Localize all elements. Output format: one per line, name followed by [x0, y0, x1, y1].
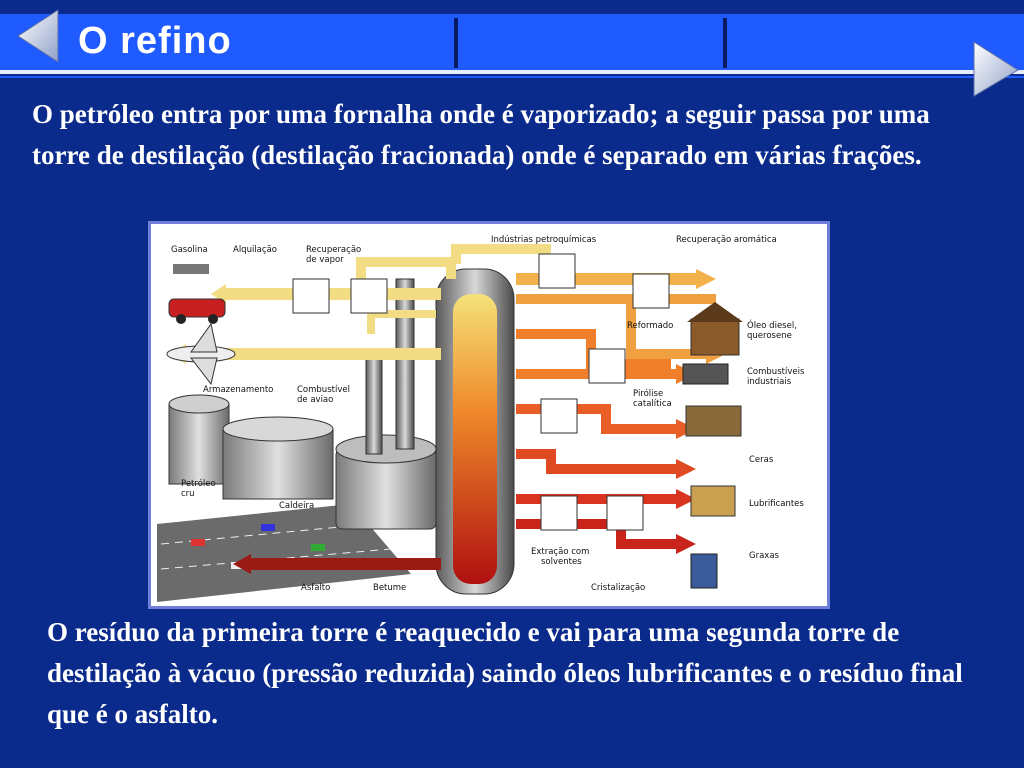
- label-betume: Betume: [373, 583, 406, 593]
- label-pirolise-1: Pirólise: [633, 388, 663, 399]
- label-combustiveis-industriais-2: industriais: [747, 377, 792, 387]
- boiler: [335, 278, 437, 530]
- residue-paragraph: O resíduo da primeira torre é reaquecido…: [47, 617, 963, 729]
- title-divider-1: [454, 18, 458, 68]
- label-cristalizacao: Cristalização: [591, 583, 645, 593]
- storage-tanks: [168, 394, 334, 500]
- slide-title: O refino: [78, 20, 232, 62]
- refinery-diagram: Gasolina Alquilação Recuperação de vapor…: [148, 221, 830, 609]
- label-recuperacao-vapor-2: de vapor: [306, 255, 344, 265]
- label-lubrificantes: Lubrificantes: [749, 499, 804, 509]
- label-gasolina: Gasolina: [171, 245, 208, 255]
- triangle-left-icon: [17, 9, 59, 63]
- triangle-right-icon: [973, 41, 1019, 97]
- label-extracao-1: Extração com: [531, 547, 589, 557]
- airplane-icon: [166, 322, 236, 386]
- distillation-tower: [435, 268, 515, 595]
- label-ceras: Ceras: [749, 455, 774, 465]
- label-armazenamento: Armazenamento: [203, 385, 273, 395]
- label-combustivel-aviao-1: Combustível: [297, 385, 350, 395]
- car-icon: [168, 264, 226, 324]
- label-recuperacao-vapor-1: Recuperação: [306, 245, 361, 255]
- label-industrias-petroquimicas: Indústrias petroquímicas: [491, 235, 597, 245]
- intro-paragraph: O petróleo entra por uma fornalha onde é…: [32, 99, 930, 170]
- label-alquilacao: Alquilação: [233, 245, 277, 255]
- label-combustiveis-industriais-1: Combustíveis: [747, 367, 805, 377]
- label-petroleo-1: Petróleo: [181, 478, 216, 489]
- label-combustivel-aviao-2: de aviao: [297, 395, 333, 405]
- label-oleo-diesel-1: Óleo diesel,: [747, 319, 797, 331]
- label-graxas: Graxas: [749, 551, 780, 561]
- label-oleo-diesel-2: querosene: [747, 331, 792, 341]
- title-bar: [0, 14, 1024, 70]
- refinery-illustration: Gasolina Alquilação Recuperação de vapor…: [157, 235, 805, 602]
- label-asfalto: Asfalto: [301, 583, 330, 593]
- label-caldeira: Caldeira: [279, 501, 314, 511]
- product-icons: [682, 302, 743, 589]
- label-pirolise-2: catalítica: [633, 399, 672, 409]
- process-boxes: [292, 253, 670, 531]
- title-underline-secondary: [0, 76, 1024, 78]
- label-reformado: Reformado: [627, 321, 673, 331]
- label-recuperacao-aromatica: Recuperação aromática: [676, 235, 777, 245]
- next-slide-button[interactable]: [966, 40, 1024, 100]
- title-divider-2: [723, 18, 727, 68]
- label-extracao-2: solventes: [541, 557, 582, 567]
- label-petroleo-2: cru: [181, 489, 195, 499]
- title-underline: [0, 70, 1024, 74]
- diagram-labels: Gasolina Alquilação Recuperação de vapor…: [171, 235, 805, 593]
- previous-slide-button[interactable]: [12, 8, 72, 68]
